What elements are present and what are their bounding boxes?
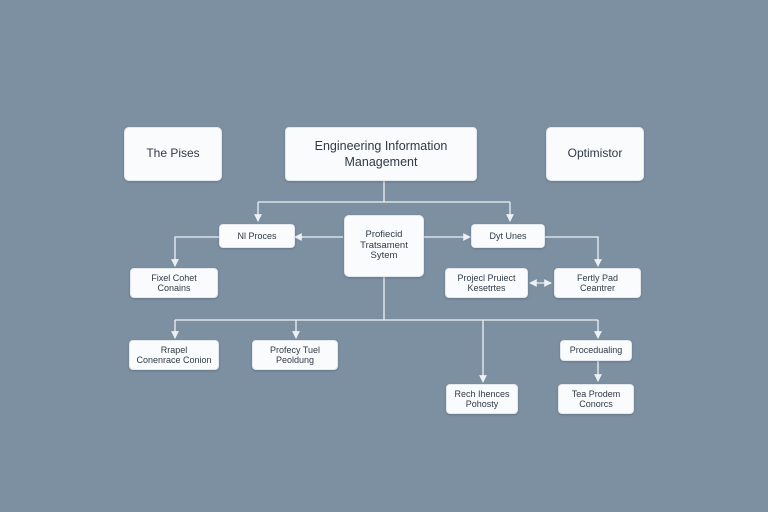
node-rrapel-line-2: Conenrace Conion (136, 355, 212, 365)
node-project-pruiect[interactable]: Projecl Pruiect Kesetrtes (445, 268, 528, 298)
node-profecy-line-2: Peoldung (275, 355, 315, 365)
node-engineering-line-2: Management (344, 155, 418, 169)
node-fixel-cohet[interactable]: Fixel Cohet Conains (130, 268, 218, 298)
node-profecy-tool[interactable]: Profecy Tuel Peoldung (252, 340, 338, 370)
node-profecy-line-1: Profecy Tuel (269, 344, 321, 355)
node-central-line-1: Profiecid (365, 228, 403, 240)
node-central-line-2: Tratsament (360, 239, 408, 251)
node-fixel-line-1: Fixel Cohet (151, 272, 197, 283)
node-fertly-text: Fertly Pad Ceantrer (577, 273, 618, 294)
node-tea-prodem[interactable]: Tea Prodem Conorcs (558, 384, 634, 414)
node-nl-proces-label: Nl Proces (237, 230, 277, 241)
node-fixel-line-2: Conains (157, 283, 191, 293)
node-tea-text: Tea Prodem Conorcs (572, 389, 621, 410)
node-project-line-2: Kesetrtes (467, 283, 506, 293)
node-fertly-pad[interactable]: Fertly Pad Ceantrer (554, 268, 641, 298)
node-rech-text: Rech Ihences Pohosty (454, 389, 509, 410)
node-the-pises-label: The Pises (146, 146, 200, 161)
node-fertly-line-2: Ceantrer (579, 283, 615, 293)
node-central-line-3: Sytem (370, 250, 398, 262)
node-central-system[interactable]: Profiecid Tratsament Sytem (344, 215, 424, 277)
node-the-pises[interactable]: The Pises (124, 127, 222, 181)
connector-dyt-fertly (545, 236, 602, 267)
node-procedualing[interactable]: Procedualing (560, 340, 632, 361)
node-rech-line-1: Rech Ihences (454, 388, 510, 399)
connector-nl-fixel (171, 236, 219, 267)
node-fertly-line-1: Fertly Pad (576, 272, 618, 283)
node-rrapel[interactable]: Rrapel Conenrace Conion (129, 340, 219, 370)
node-rech-hences[interactable]: Rech Ihences Pohosty (446, 384, 518, 414)
node-rech-line-2: Pohosty (465, 399, 499, 409)
node-optimistor-label: Optimistor (567, 146, 623, 161)
node-tea-line-2: Conorcs (579, 399, 613, 409)
node-project-text: Projecl Pruiect Kesetrtes (457, 273, 515, 294)
node-engineering-text: Engineering Information Management (315, 138, 448, 171)
node-central-text: Profiecid Tratsament Sytem (360, 228, 408, 263)
node-project-line-1: Projecl Pruiect (457, 272, 516, 283)
node-dyt-unes[interactable]: Dyt Unes (471, 224, 545, 248)
node-procedualing-label: Procedualing (569, 345, 623, 356)
node-engineering-information-management[interactable]: Engineering Information Management (285, 127, 477, 181)
node-engineering-line-1: Engineering Information (314, 138, 448, 153)
node-dyt-unes-label: Dyt Unes (489, 230, 527, 241)
node-optimistor[interactable]: Optimistor (546, 127, 644, 181)
node-profecy-text: Profecy Tuel Peoldung (270, 345, 320, 366)
node-nl-proces[interactable]: Nl Proces (219, 224, 295, 248)
node-fixel-text: Fixel Cohet Conains (151, 273, 197, 294)
node-rrapel-text: Rrapel Conenrace Conion (136, 345, 211, 366)
node-rrapel-line-1: Rrapel (160, 344, 188, 355)
node-tea-line-1: Tea Prodem (571, 388, 621, 399)
